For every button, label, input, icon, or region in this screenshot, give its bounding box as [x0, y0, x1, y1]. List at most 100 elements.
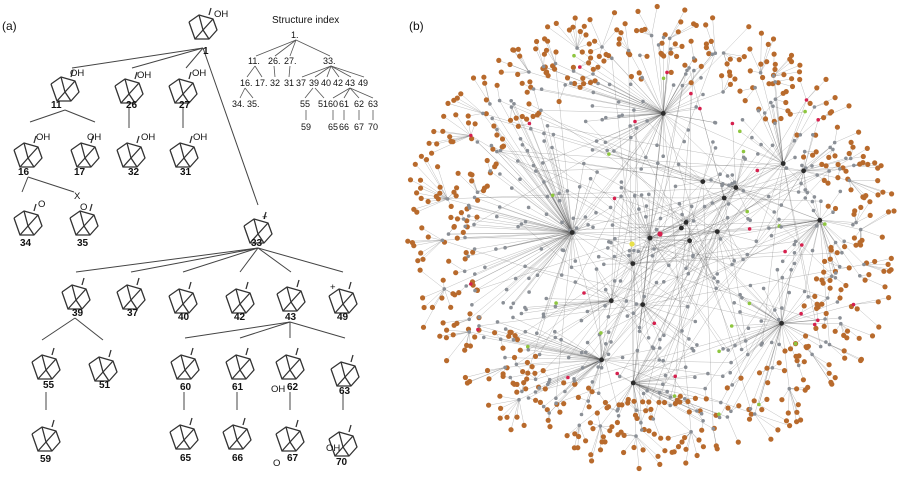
internal-node — [620, 355, 625, 360]
internal-node — [685, 304, 690, 309]
internal-node — [694, 105, 698, 109]
internal-node — [687, 337, 691, 341]
leaf-node — [615, 432, 621, 438]
internal-node — [729, 409, 733, 414]
internal-node — [691, 254, 695, 259]
leaf-node — [579, 49, 585, 55]
leaf-node — [851, 235, 858, 241]
leaf-node — [685, 398, 691, 405]
hub-node — [714, 229, 720, 235]
index-node-32: 32 — [270, 78, 280, 88]
hub-node — [599, 357, 604, 363]
leaf-node — [671, 449, 677, 455]
internal-node — [680, 83, 685, 88]
leaf-node — [614, 419, 621, 426]
internal-node — [477, 324, 481, 328]
leaf-node — [440, 128, 446, 134]
internal-node — [498, 337, 503, 342]
leaf-node — [480, 188, 487, 194]
highlight-node-green — [661, 76, 666, 81]
internal-node — [844, 156, 848, 161]
leaf-node — [857, 161, 863, 167]
internal-node — [609, 340, 613, 344]
leaf-node — [602, 399, 609, 406]
internal-node — [616, 414, 621, 418]
leaf-node — [572, 15, 578, 21]
leaf-node — [534, 38, 540, 45]
internal-node — [641, 391, 646, 396]
leaf-node — [865, 161, 871, 167]
leaf-node — [470, 249, 476, 255]
compound-number-65: 65 — [180, 453, 192, 464]
compound-number-17: 17 — [74, 167, 86, 178]
compound-number-59: 59 — [40, 454, 52, 465]
index-node-59: 59 — [301, 122, 311, 132]
leaf-node — [636, 465, 642, 472]
internal-node — [481, 111, 485, 116]
leaf-node — [589, 389, 595, 395]
leaf-node — [823, 163, 829, 169]
index-node-35: 35. — [247, 99, 260, 109]
internal-node — [726, 202, 731, 206]
index-node-40: 40 — [321, 78, 331, 88]
leaf-node — [553, 49, 559, 55]
internal-node — [639, 193, 644, 197]
leaf-node — [801, 154, 807, 160]
leaf-node — [813, 132, 819, 138]
internal-node — [519, 222, 524, 226]
leaf-node — [433, 193, 439, 199]
internal-node — [582, 161, 586, 166]
leaf-node — [454, 235, 460, 241]
leaf-node — [586, 60, 592, 66]
leaf-node — [736, 403, 742, 409]
internal-node — [721, 51, 726, 55]
highlight-node-red — [800, 243, 804, 247]
leaf-node — [511, 47, 517, 53]
leaf-node — [858, 357, 864, 364]
internal-node — [779, 203, 784, 207]
leaf-node — [635, 8, 641, 14]
internal-node — [638, 53, 642, 58]
leaf-node — [823, 100, 829, 106]
internal-node — [527, 276, 531, 281]
internal-node — [571, 216, 576, 221]
internal-node — [509, 305, 513, 310]
leaf-node — [588, 55, 594, 61]
internal-node — [730, 173, 735, 177]
leaf-node — [795, 402, 801, 408]
internal-node — [805, 190, 810, 195]
leaf-node — [668, 50, 674, 56]
internal-node — [514, 362, 519, 367]
internal-node — [560, 248, 565, 252]
internal-node — [600, 117, 604, 122]
internal-node — [512, 102, 516, 106]
compound-numbers: 1 11 26 27 16 17 32 31 34 35 33 39 37 40… — [18, 46, 351, 468]
internal-node — [658, 216, 663, 221]
internal-node — [541, 64, 546, 69]
leaf-node — [417, 267, 423, 273]
leaf-node — [517, 53, 523, 59]
compound-number-43: 43 — [285, 312, 297, 323]
leaf-node — [545, 24, 551, 30]
leaf-node — [537, 399, 544, 405]
internal-node — [851, 222, 855, 227]
internal-node — [654, 227, 659, 232]
leaf-node — [632, 412, 639, 418]
molecule-62 — [275, 347, 305, 380]
internal-node — [748, 283, 753, 288]
leaf-node — [446, 258, 452, 264]
internal-node — [511, 301, 516, 306]
highlight-node-red — [469, 133, 473, 138]
leaf-node — [651, 431, 657, 437]
leaf-node — [770, 36, 777, 42]
highlight-node-green — [672, 394, 677, 398]
leaf-node — [566, 27, 573, 33]
internal-node — [827, 169, 831, 173]
leaf-node — [417, 177, 424, 183]
leaf-node — [822, 258, 828, 264]
oh-label-17: OH — [87, 132, 101, 143]
internal-node — [780, 259, 785, 264]
internal-node — [838, 167, 842, 171]
leaf-node — [724, 61, 730, 67]
leaf-node — [658, 50, 664, 56]
